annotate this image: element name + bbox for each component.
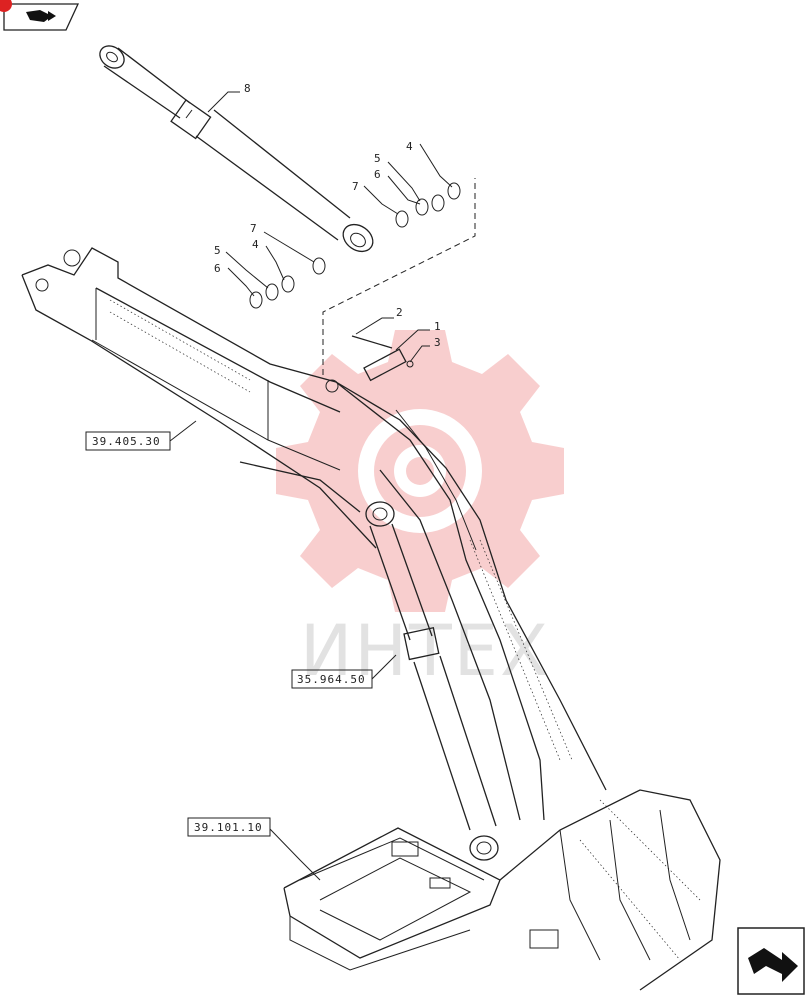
callout-1: 1 bbox=[434, 320, 441, 333]
watermark-logo bbox=[276, 330, 564, 612]
callout-8: 8 bbox=[244, 82, 251, 95]
assembly-line bbox=[322, 178, 476, 375]
pin-assembly bbox=[351, 335, 414, 382]
boom-cylinder bbox=[365, 501, 499, 861]
arm bbox=[335, 381, 607, 821]
ref-label-chassis: 39.101.10 bbox=[194, 821, 263, 834]
callout-3: 3 bbox=[434, 336, 441, 349]
callout-4-upper: 4 bbox=[406, 140, 413, 153]
callout-7-lower: 7 bbox=[250, 222, 257, 235]
forward-arrow-icon bbox=[748, 948, 798, 982]
callout-6-lower: 6 bbox=[214, 262, 221, 275]
next-page-button[interactable] bbox=[737, 927, 805, 995]
ref-box-chassis[interactable]: 39.101.10 bbox=[187, 817, 271, 837]
callout-2: 2 bbox=[396, 306, 403, 319]
callout-4-lower: 4 bbox=[252, 238, 259, 251]
ref-label-cylinder: 35.964.50 bbox=[297, 673, 366, 686]
washer-set-lower bbox=[249, 257, 326, 309]
watermark-text: ИНТЕХ bbox=[300, 610, 550, 692]
boom bbox=[21, 247, 377, 549]
callout-6-upper: 6 bbox=[374, 168, 381, 181]
prev-page-button[interactable] bbox=[0, 0, 80, 31]
back-arrow-icon bbox=[26, 10, 56, 22]
callout-7-upper: 7 bbox=[352, 180, 359, 193]
callout-5-upper: 5 bbox=[374, 152, 381, 165]
washer-set-upper bbox=[395, 182, 461, 228]
callout-5-lower: 5 bbox=[214, 244, 221, 257]
ref-box-boom[interactable]: 39.405.30 bbox=[85, 431, 171, 451]
leader-lines bbox=[169, 91, 453, 881]
chassis-frame bbox=[283, 789, 721, 991]
ref-label-boom: 39.405.30 bbox=[92, 435, 161, 448]
hydraulic-cylinder bbox=[99, 45, 374, 253]
ref-box-cylinder[interactable]: 35.964.50 bbox=[291, 669, 373, 689]
red-marker-icon bbox=[0, 0, 12, 12]
